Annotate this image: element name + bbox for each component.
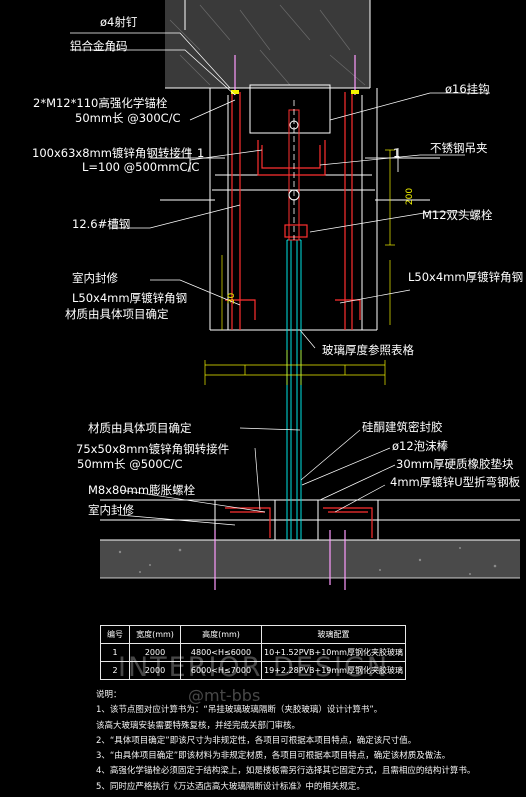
- u-plate-label: 4mm厚镀锌U型折弯钢板: [390, 475, 521, 489]
- expansion-bolt-label: M8x80mm膨胀螺栓: [88, 483, 196, 497]
- dimension-lines: [204, 149, 395, 385]
- angle-steel-left-label: L50x4mm厚镀锌角钢: [72, 291, 188, 305]
- table-header-cell: 宽度(mm): [129, 625, 181, 644]
- anchor-bolts: [214, 55, 359, 590]
- table-cell: 19+2.28PVB+19mm厚钢化夹胶玻璃: [261, 661, 406, 680]
- chemical-anchor-label: 2*M12*110高强化学锚栓: [33, 96, 168, 110]
- rubber-block-label: 30mm厚硬质橡胶垫块: [396, 457, 514, 471]
- table-row: 1 2000 4800<H≤6000 10+1.52PVB+10mm厚钢化夹胶玻…: [100, 643, 406, 662]
- note-line: 3、“由具体项目确定”即该材料为非规定材质，各项目可根据本项目特点，确定该材质及…: [96, 751, 451, 762]
- indoor-seal-bottom-label: 室内封修: [88, 503, 134, 517]
- hanger-rod: [288, 100, 300, 241]
- stainless-clamp-label: 不锈钢吊夹: [430, 141, 488, 155]
- notes-title: 说明：: [96, 690, 122, 700]
- dimension-30: 30: [227, 292, 238, 305]
- transfer-75-label: 75x50x8mm镀锌角钢转接件: [76, 442, 230, 456]
- indoor-seal-top-label: 室内封修: [72, 271, 118, 285]
- channel-steel-label: 12.6#槽钢: [72, 217, 131, 231]
- concrete-beam: [165, 0, 370, 89]
- watermark-handle: @mt-bbs: [188, 686, 261, 705]
- note-line: 5、同时应严格执行《万达酒店高大玻璃隔断设计标准》中的相关规定。: [96, 781, 365, 792]
- glass-thickness-label: 玻璃厚度参照表格: [322, 343, 414, 357]
- hanger-hook-label: ø16挂钩: [445, 82, 490, 96]
- stud-bolt-label: M12双头螺栓: [422, 208, 493, 222]
- note-line: 该高大玻璃安装需要特殊复核，并经完成关部门审核。: [96, 720, 301, 731]
- chemical-anchor-spacing-label: 50mm长 @300C/C: [75, 111, 181, 125]
- table-header-row: 编号 宽度(mm) 高度(mm) 玻璃配置: [100, 625, 406, 644]
- material-note-bottom-label: 材质由具体项目确定: [88, 421, 192, 435]
- note-line: 4、高强化学锚栓必须固定于结构梁上，如是楼板需另行选择其它固定方式，且需相应的结…: [96, 766, 476, 777]
- section-mark-left: 1: [197, 146, 205, 160]
- glass-config-table: 编号 宽度(mm) 高度(mm) 玻璃配置 1 2000 4800<H≤6000…: [100, 625, 406, 680]
- foam-rod-label: ø12泡沫棒: [392, 439, 449, 453]
- note-line: 2、“具体项目确定”即该尺寸为非规定性，各项目可根据本项目特点，确定该尺寸值。: [96, 735, 417, 746]
- watermark-title: INTERIOR DESIGN: [118, 652, 390, 683]
- table-row: 2 2000 6000<H≤7000 19+2.28PVB+19mm厚钢化夹胶玻…: [100, 661, 406, 680]
- note-line: 1、该节点图对应计算书为：“吊挂玻璃玻璃隔断（夹胶玻璃）设计计算书”。: [96, 705, 383, 716]
- angle-steel-right-label: L50x4mm厚镀锌角钢: [408, 270, 524, 284]
- table-cell: 2: [100, 661, 130, 680]
- transfer-bracket-label: 100x63x8mm镀锌角钢转接件: [32, 146, 193, 160]
- glass-panel: [286, 239, 302, 540]
- table-header-cell: 玻璃配置: [261, 625, 406, 644]
- leader-lines: [70, 32, 490, 526]
- shooting-nail-label: ø4射钉: [100, 15, 138, 29]
- transfer-75-spacing-label: 50mm长 @500C/C: [77, 457, 183, 471]
- transfer-bracket-length-label: L=100 @500mmC/C: [82, 160, 200, 174]
- floor-slab: [100, 539, 520, 579]
- material-note-top-label: 材质由具体项目确定: [65, 307, 169, 321]
- table-header-cell: 高度(mm): [180, 625, 262, 644]
- table-header-cell: 编号: [100, 625, 130, 644]
- notes-block: 说明： 1、该节点图对应计算书为：“吊挂玻璃玻璃隔断（夹胶玻璃）设计计算书”。 …: [96, 688, 516, 795]
- section-mark-right: 1: [393, 146, 401, 160]
- silicone-sealant-label: 硅酮建筑密封胶: [362, 420, 443, 434]
- dimension-200: 200: [405, 187, 416, 206]
- aluminum-corner-label: 铝合金角码: [70, 39, 128, 53]
